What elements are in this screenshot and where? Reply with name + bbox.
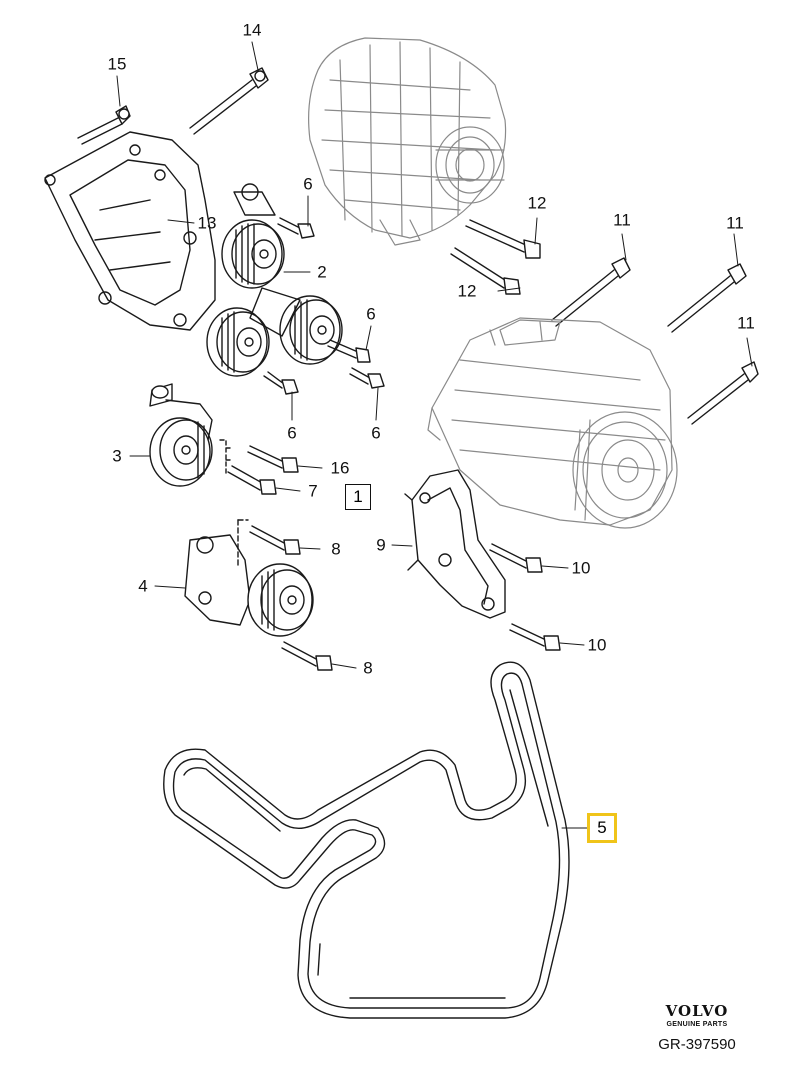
callout-7: 7 — [308, 481, 318, 501]
callout-3: 3 — [112, 446, 122, 466]
diagram-reference: GR-397590 — [658, 1036, 736, 1053]
tensioner-4 — [184, 519, 314, 637]
bolt-12-upper — [465, 219, 541, 259]
tensioner-3 — [149, 383, 233, 487]
idler-pulley-lower-right — [249, 287, 343, 365]
bolt-11-c — [687, 361, 759, 425]
bolt-8-lower — [281, 641, 333, 671]
bolt-6-low-left — [263, 371, 299, 395]
bolt-15 — [77, 105, 131, 145]
callout-2: 2 — [317, 262, 327, 282]
boxed-label-5-highlighted: 5 — [587, 813, 617, 843]
callout-6-mid: 6 — [366, 304, 376, 324]
drive-belt-5 — [163, 661, 570, 1019]
bolt-10-lower — [509, 623, 561, 651]
bolt-6-low-right — [349, 367, 385, 389]
volvo-logo: VOLVO — [665, 1002, 729, 1020]
callout-4: 4 — [138, 576, 148, 596]
callout-11-a: 11 — [613, 210, 631, 230]
callout-12-lower: 12 — [457, 281, 477, 301]
bolt-7 — [227, 465, 277, 495]
callout-11-c: 11 — [737, 313, 755, 333]
callout-15: 15 — [107, 54, 127, 74]
bolt-10-upper — [489, 543, 543, 573]
bolt-6-upper — [277, 217, 315, 239]
bolt-14 — [189, 67, 269, 135]
idler-pulley-lower-left — [206, 307, 270, 377]
bolt-11-b — [667, 263, 747, 333]
callout-12-upper: 12 — [527, 193, 547, 213]
callout-6-upper: 6 — [303, 174, 313, 194]
callout-6-low-right: 6 — [371, 423, 381, 443]
callout-10-upper: 10 — [571, 558, 591, 578]
bolt-16 — [247, 445, 299, 473]
bolt-11-a — [551, 257, 631, 327]
callout-13: 13 — [197, 213, 217, 233]
callout-11-b: 11 — [726, 213, 744, 233]
callout-9: 9 — [376, 535, 386, 555]
callout-16: 16 — [330, 458, 350, 478]
bolt-8-upper — [249, 525, 301, 555]
bolt-6-mid — [327, 339, 371, 363]
ac-compressor — [427, 317, 678, 529]
callout-8-upper: 8 — [331, 539, 341, 559]
callout-6-low-left: 6 — [287, 423, 297, 443]
leader-lines — [116, 41, 753, 829]
callout-10-lower: 10 — [587, 635, 607, 655]
idler-pulley-upper — [221, 183, 285, 289]
boxed-label-1: 1 — [345, 484, 371, 510]
bracket-9 — [404, 469, 506, 619]
callout-8-lower: 8 — [363, 658, 373, 678]
callout-14: 14 — [242, 20, 262, 40]
mounting-bracket-13 — [44, 131, 216, 331]
alternator — [308, 37, 507, 246]
genuine-parts-label: GENUINE PARTS — [666, 1021, 728, 1028]
